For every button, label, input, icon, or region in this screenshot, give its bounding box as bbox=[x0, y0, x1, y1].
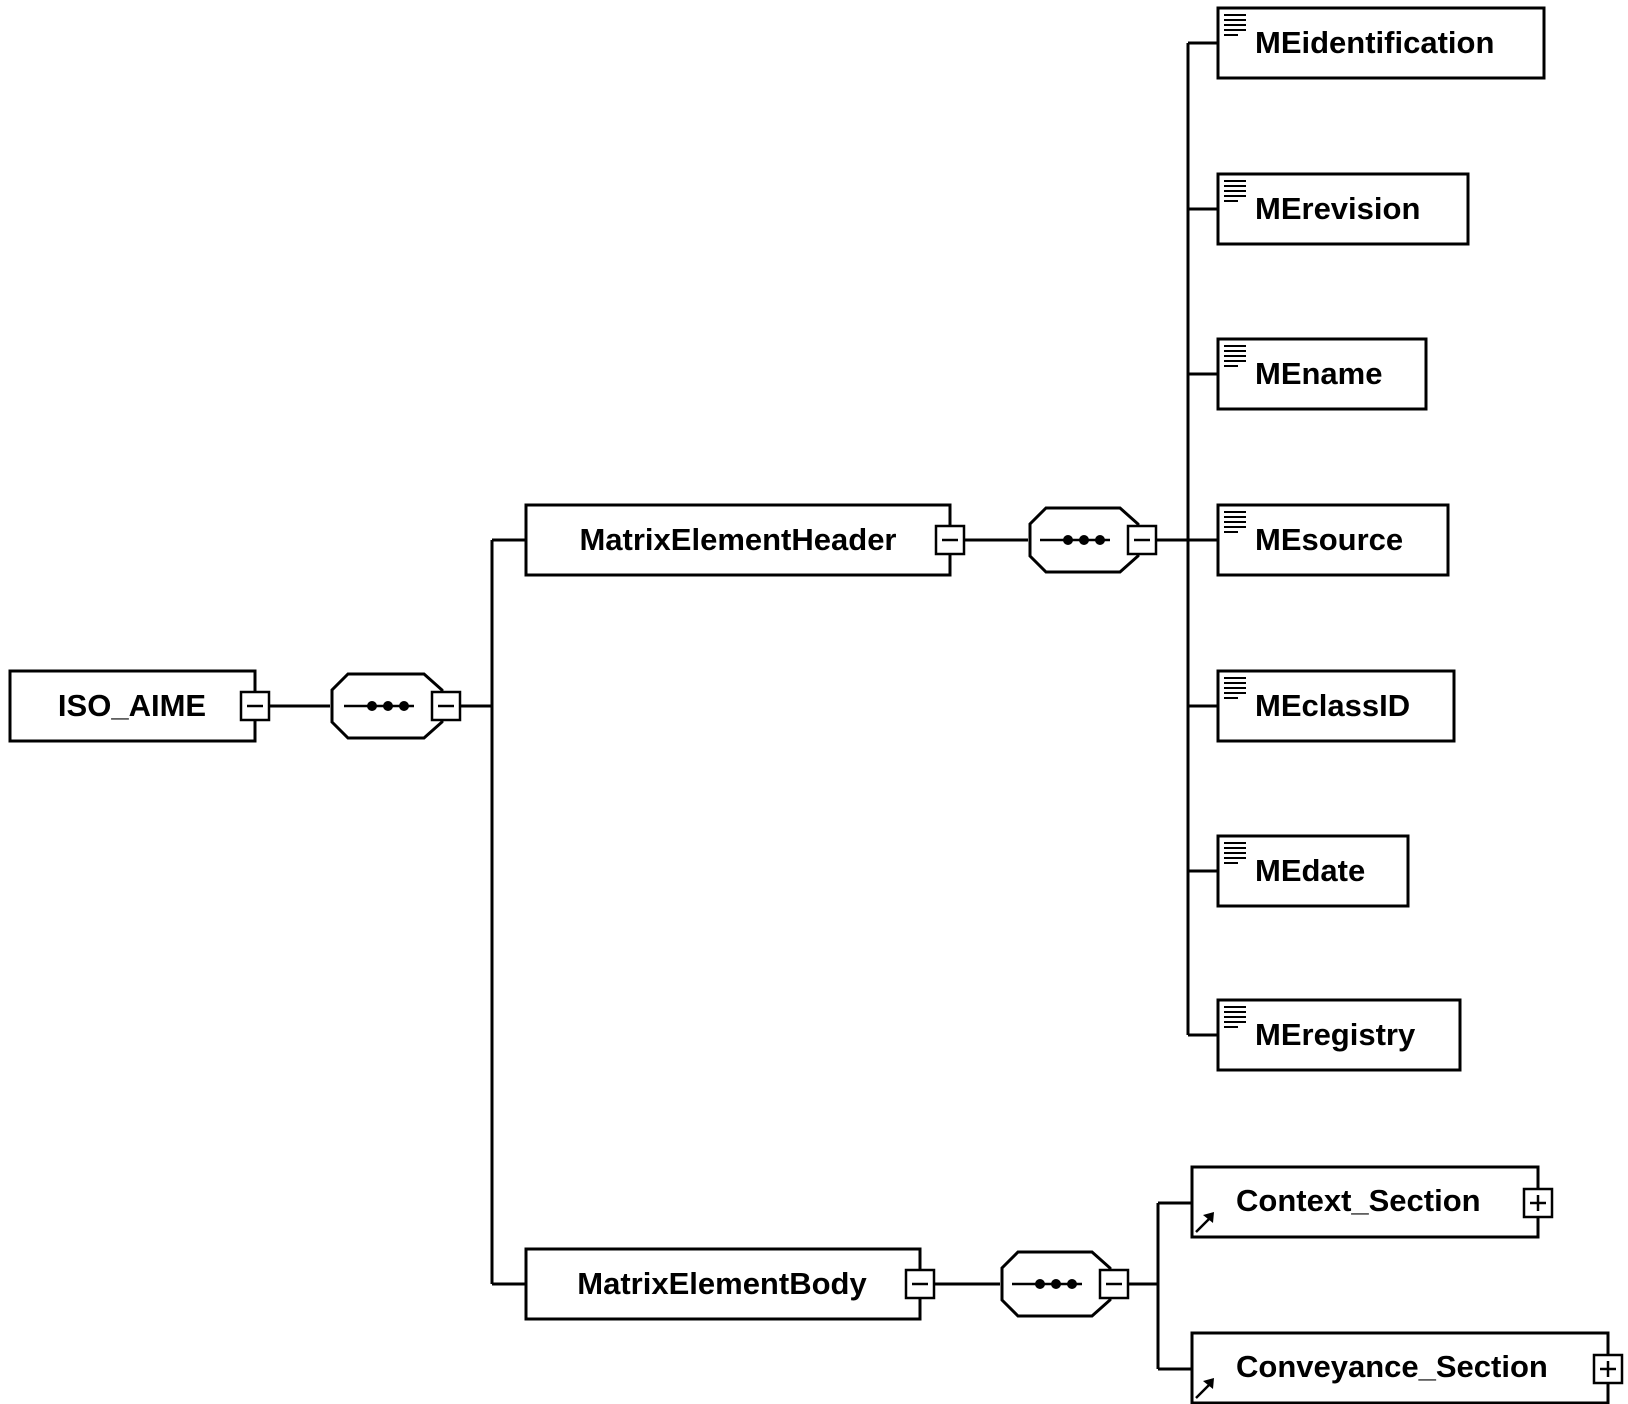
child-label: Context_Section bbox=[1236, 1183, 1481, 1218]
connectors bbox=[270, 41, 1218, 1371]
child-label: MEregistry bbox=[1255, 1017, 1416, 1052]
child-label: MErevision bbox=[1255, 191, 1420, 226]
child-label: MEname bbox=[1255, 356, 1382, 391]
text-lines-icon bbox=[1224, 842, 1246, 864]
child-label: MEidentification bbox=[1255, 25, 1494, 60]
root-element-label: ISO_AIME bbox=[58, 688, 206, 723]
child-label: MEclassID bbox=[1255, 688, 1410, 723]
sequence-compositor-icon[interactable] bbox=[1028, 506, 1158, 574]
header-element-box bbox=[524, 503, 952, 577]
child-element-mesource[interactable]: MEsource bbox=[1216, 503, 1450, 577]
reference-arrow-icon bbox=[1195, 1378, 1214, 1399]
text-lines-icon bbox=[1224, 14, 1246, 36]
child-label: MEsource bbox=[1255, 522, 1403, 557]
sequence-compositor-icon[interactable] bbox=[1000, 1250, 1130, 1318]
reference-arrow-icon bbox=[1195, 1212, 1214, 1233]
body-element-label: MatrixElementBody bbox=[577, 1266, 867, 1301]
collapse-minus-icon[interactable] bbox=[1098, 1268, 1130, 1300]
collapse-minus-icon[interactable] bbox=[904, 1268, 936, 1300]
header-element[interactable]: MatrixElementHeader bbox=[524, 503, 966, 577]
child-label: MEdate bbox=[1255, 853, 1365, 888]
child-element-meregistry[interactable]: MEregistry bbox=[1216, 998, 1462, 1072]
sequence-compositor-icon[interactable] bbox=[330, 672, 462, 740]
text-lines-icon bbox=[1224, 1006, 1246, 1028]
collapse-minus-icon[interactable] bbox=[1126, 524, 1158, 556]
collapse-minus-icon[interactable] bbox=[934, 524, 966, 556]
child-element-mename[interactable]: MEname bbox=[1216, 337, 1428, 411]
child-element-medate[interactable]: MEdate bbox=[1216, 834, 1410, 908]
collapse-minus-icon[interactable] bbox=[430, 690, 462, 722]
root-element[interactable]: ISO_AIME bbox=[8, 669, 271, 743]
body-element[interactable]: MatrixElementBody bbox=[524, 1247, 936, 1321]
header-element-label: MatrixElementHeader bbox=[579, 522, 896, 557]
child-element-merevision[interactable]: MErevision bbox=[1216, 172, 1470, 246]
child-label: Conveyance_Section bbox=[1236, 1349, 1548, 1384]
text-lines-icon bbox=[1224, 677, 1246, 699]
root-element-box bbox=[8, 669, 257, 743]
text-lines-icon bbox=[1224, 345, 1246, 367]
expand-plus-icon[interactable] bbox=[1522, 1187, 1554, 1219]
child-element-meidentification[interactable]: MEidentification bbox=[1216, 6, 1546, 80]
collapse-minus-icon[interactable] bbox=[239, 690, 271, 722]
text-lines-icon bbox=[1224, 511, 1246, 533]
text-lines-icon bbox=[1224, 180, 1246, 202]
expand-plus-icon[interactable] bbox=[1592, 1353, 1624, 1385]
child-element-meclassid[interactable]: MEclassID bbox=[1216, 669, 1456, 743]
body-element-box bbox=[524, 1247, 922, 1321]
child-element-context-section[interactable]: Context_Section bbox=[1190, 1165, 1554, 1239]
child-element-conveyance-section[interactable]: Conveyance_Section bbox=[1190, 1331, 1624, 1404]
